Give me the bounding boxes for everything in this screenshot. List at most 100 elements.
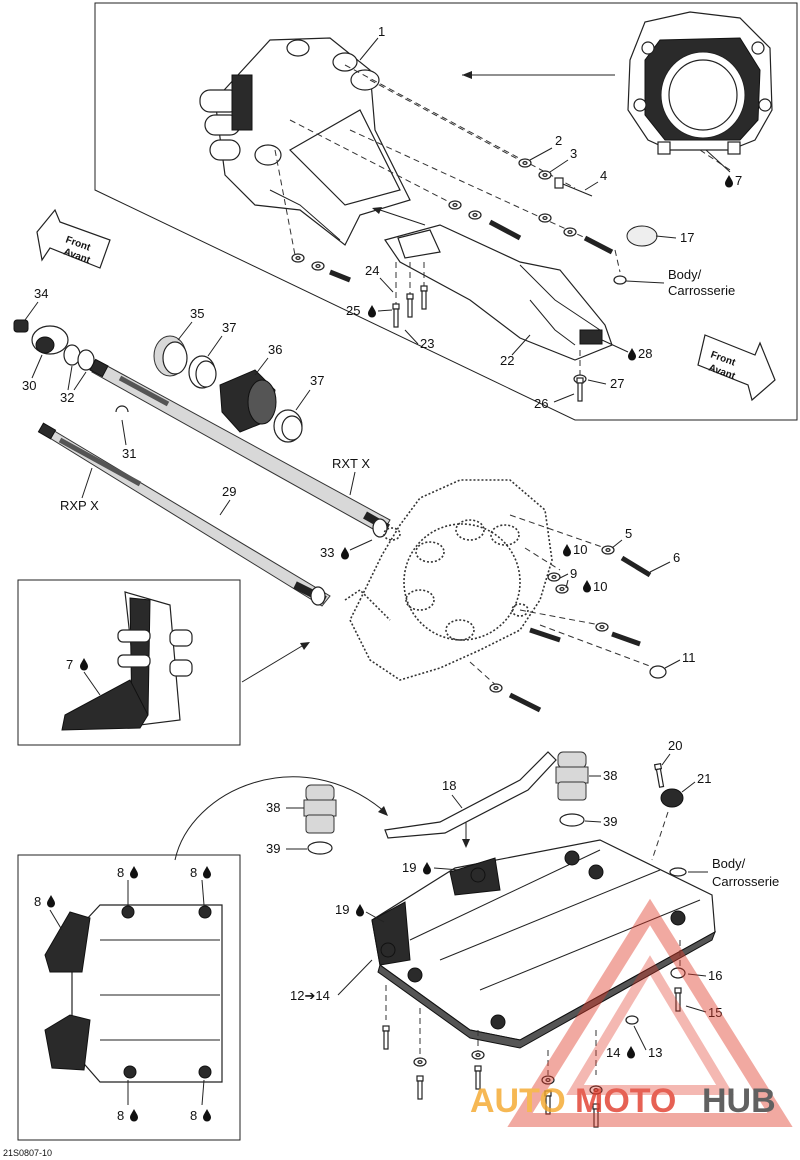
driveshaft-rxt (89, 358, 391, 538)
svg-text:MOTO: MOTO (575, 1082, 676, 1120)
callout-label: 3 (570, 146, 577, 161)
skid-plate-part (371, 839, 716, 1049)
drop-icon (423, 862, 431, 875)
washer-part (518, 158, 532, 168)
inset-gasket-part (61, 591, 193, 731)
svg-text:HUB: HUB (702, 1082, 776, 1120)
callout-label: 5 (625, 526, 632, 541)
callout-label: 33 (320, 545, 334, 560)
callout-label: 1 (378, 24, 385, 39)
front-arrow-left: Front Avant (36, 208, 111, 269)
callout-label: 13 (648, 1045, 662, 1060)
drop-icon (130, 866, 138, 879)
inset-skidplate-part (44, 904, 223, 1083)
washer-part (563, 227, 577, 237)
callout-label: 28 (638, 346, 652, 361)
drop-icon (628, 348, 636, 361)
callout-label: 18 (442, 778, 456, 793)
callout-label: 8 (117, 1108, 124, 1123)
washer-part (595, 622, 609, 632)
callout-label: 37 (222, 320, 236, 335)
drop-icon (356, 904, 364, 917)
callout-label: 7 (735, 173, 742, 188)
callout-label: 32 (60, 390, 74, 405)
callout-label: 15 (708, 1005, 722, 1020)
circlip-part (115, 405, 129, 413)
callout-label: 31 (122, 446, 136, 461)
callout-label: RXP X (60, 498, 99, 513)
washer-part (291, 253, 305, 263)
housing-part (199, 37, 411, 246)
callout-label: 34 (34, 286, 48, 301)
callout-label: 11 (682, 650, 696, 665)
callout-label: 4 (600, 168, 607, 183)
drop-icon (203, 1109, 211, 1122)
callout-label: 20 (668, 738, 682, 753)
callout-label: Carrosserie (712, 874, 779, 889)
callout-label: 35 (190, 306, 204, 321)
front-arrow-right: Front Avant (697, 334, 776, 402)
washer-part (468, 210, 482, 220)
drop-icon (203, 866, 211, 879)
callout-label: 10 (573, 542, 587, 557)
inset-box-skidplate (17, 854, 241, 1141)
strap-part (384, 751, 557, 839)
washer-part (538, 213, 552, 223)
callout-label: RXT X (332, 456, 370, 471)
bolt-part (406, 293, 414, 318)
callout-label: Carrosserie (668, 283, 735, 298)
callout-label: 8 (34, 894, 41, 909)
callout-label: 22 (500, 353, 514, 368)
callout-label: 38 (603, 768, 617, 783)
washer-part (448, 200, 462, 210)
callout-label: 19 (335, 902, 349, 917)
drain-plug-right (555, 751, 589, 827)
callout-label: 21 (697, 771, 711, 786)
callout-label: 26 (534, 396, 548, 411)
seal-stack-part (13, 319, 95, 371)
drop-icon (563, 544, 571, 557)
driveshaft-rxp (37, 422, 331, 607)
diagram-code: 21S0807-10 (3, 1148, 52, 1158)
inset-box-gasket (17, 579, 241, 746)
grommet-part (660, 788, 684, 808)
cap-part (626, 225, 658, 247)
callout-label: 17 (680, 230, 694, 245)
callout-label: 25 (346, 303, 360, 318)
drop-icon (368, 305, 376, 318)
drop-icon (80, 658, 88, 671)
washer-part (489, 683, 503, 693)
callout-label: 2 (555, 133, 562, 148)
washer-part (311, 261, 325, 271)
svg-text:AUTO: AUTO (470, 1082, 566, 1120)
drop-icon (341, 547, 349, 560)
washer-part (413, 1057, 427, 1067)
washer-part (547, 572, 561, 582)
washer-part (471, 1050, 485, 1060)
callout-label: 39 (603, 814, 617, 829)
top-panel-frame (94, 2, 798, 421)
drop-icon (47, 895, 55, 908)
callout-label: Body/ (668, 267, 702, 282)
callout-label: 9 (570, 566, 577, 581)
callout-label: 37 (310, 373, 324, 388)
callout-label: 16 (708, 968, 722, 983)
callout-label: Body/ (712, 856, 746, 871)
watermark-logo: AUTO MOTO HUB (470, 898, 793, 1127)
callout-label: 24 (365, 263, 379, 278)
callout-label: 6 (673, 550, 680, 565)
bolt-part (654, 763, 666, 788)
housing-outline-part (344, 479, 553, 681)
callout-label: 8 (190, 1108, 197, 1123)
callout-label: 27 (610, 376, 624, 391)
bolt-part (416, 1075, 424, 1100)
callout-label: 8 (190, 865, 197, 880)
boot-assembly (153, 335, 303, 443)
bolt-part (392, 303, 400, 328)
callout-label: 38 (266, 800, 280, 815)
callout-label: 7 (66, 657, 73, 672)
drop-icon (130, 1109, 138, 1122)
drop-icon (627, 1046, 635, 1059)
callout-label: 30 (22, 378, 36, 393)
